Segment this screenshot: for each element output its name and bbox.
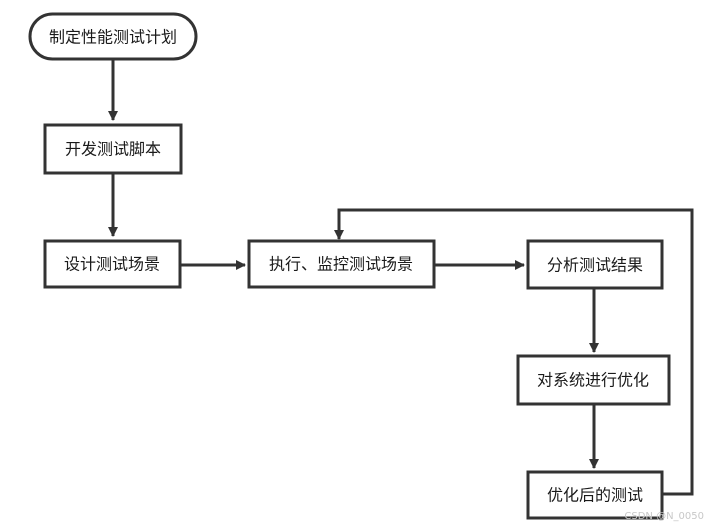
node-plan-shape	[28, 12, 198, 61]
node-optimize-label: 对系统进行优化	[537, 371, 649, 390]
node-labels: 制定性能测试计划 开发测试脚本 设计测试场景 执行、监控测试场景 分析测试结果 …	[49, 28, 649, 505]
edge-retest-to-execute	[334, 208, 694, 496]
node-analyze-shape	[526, 239, 664, 290]
node-execute-label: 执行、监控测试场景	[269, 255, 413, 274]
node-optimize-shape	[516, 354, 671, 406]
node-develop-shape	[43, 123, 183, 175]
node-retest-shape	[526, 470, 664, 520]
node-design-shape	[43, 239, 182, 289]
node-design-label: 设计测试场景	[64, 255, 160, 274]
node-execute-shape	[247, 239, 436, 289]
edges	[108, 59, 694, 496]
watermark-text: CSDN @N_0050	[624, 511, 704, 522]
node-analyze-label: 分析测试结果	[547, 256, 643, 275]
node-retest-label: 优化后的测试	[547, 486, 643, 505]
node-develop-label: 开发测试脚本	[65, 140, 161, 159]
node-plan-label: 制定性能测试计划	[49, 28, 177, 47]
nodes	[28, 12, 671, 520]
